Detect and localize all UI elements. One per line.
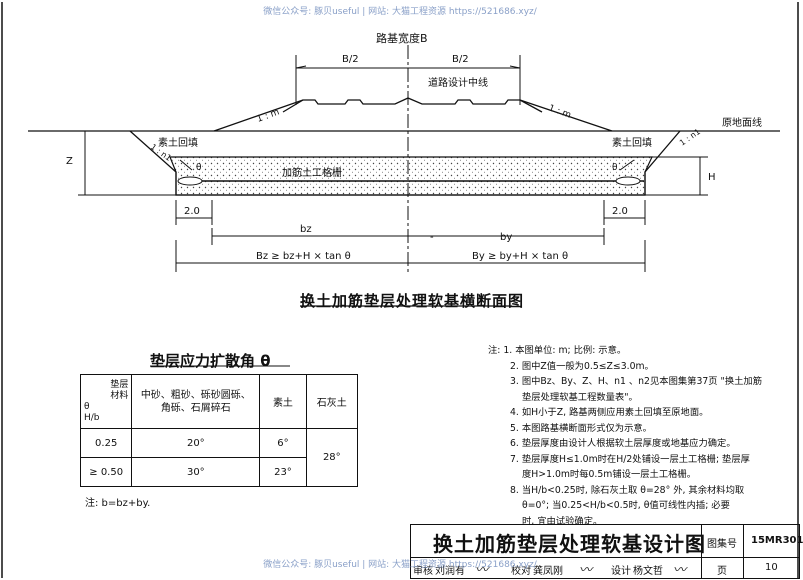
slope-n1-right: 1 : n1 [678,127,702,148]
note-line: 4. 如H小于Z, 路基两侧应用素土回填至原地面。 [510,407,709,418]
bz-label: bz [300,224,312,235]
dim-2-right: 2.0 [612,206,628,217]
half-width-right: B/2 [452,54,469,65]
table-row: 0.25 20° 6° 28° [79,428,359,487]
corner-ratio: H/b [84,412,100,423]
corner-material-1: 垫层 [110,379,129,390]
corner-theta: θ [84,401,90,412]
atlas-number: 15MR301 [751,535,803,546]
backfill-left: 素土回填 [158,136,198,149]
row-soil: 23° [259,457,307,487]
geogrid-label: 加筋土工格栅 [282,166,342,179]
table-title: 垫层应力扩散角 θ [150,352,271,370]
note-line: 注: 1. 本图单位: m; 比例: 示意。 [488,345,627,356]
designer-signature: 〰 [673,563,687,578]
checker-name: 龚凤刚 [533,566,563,577]
col-header-sand: 中砂、粗砂、砾砂圆砾、角砾、石屑碎石 [131,374,261,429]
designer-name: 杨文哲 [633,566,663,577]
note-line: θ=0°; 当0.25<H/b<0.5时, θ值可线性内插; 必要 [522,500,730,511]
row-soil: 6° [259,428,307,458]
centerline-label: 道路设计中线 [428,76,488,89]
note-line: 5. 本图路基横断面形式仅为示意。 [510,422,652,434]
theta-right: θ [612,163,618,173]
table-corner-cell: 垫层 材料 θ H/b [79,374,133,429]
diffusion-angle-table: 垫层 材料 θ H/b 中砂、粗砂、砾砂圆砾、角砾、石屑碎石 素土 石灰土 0.… [79,374,359,487]
row-lime: 28° [305,428,359,487]
watermark-top: 微信公众号: 豚贝useful | 网站: 大猫工程资源 https://521… [263,7,537,17]
bz-formula: Bz ≥ bz+H × tan θ [256,251,351,262]
corner-material-2: 材料 [110,390,129,401]
roadbed-width-label: 路基宽度B [376,31,428,45]
slope-left: 1 : m [256,107,281,124]
row-sand: 20° [131,428,261,458]
z-label: Z [66,156,73,167]
row-sand: 30° [131,457,261,487]
design-label: 设计 [611,566,631,577]
reviewer-signature: 〰 [475,563,489,578]
backfill-right: 素土回填 [612,136,652,149]
note-line: 8. 当H/b<0.25时, 除石灰土取 θ=28° 外, 其余材料均取 [510,484,745,496]
col-header-soil: 素土 [259,374,307,429]
ground-line-label: 原地面线 [722,116,762,129]
table-row: ≥ 0.50 30° 23° [79,457,358,487]
note-line: 3. 图中Bz、By、Z、H、n1 、n2见本图集第37页 "换土加筋 [510,376,763,387]
note-line: 6. 垫层厚度由设计人根据软土层厚度或地基应力确定。 [510,438,736,449]
h-label: H [708,172,716,183]
checker-signature: 〰 [579,563,593,578]
cushion-layer [169,156,653,196]
row-ratio: ≥ 0.50 [79,457,133,487]
col-header-lime: 石灰土 [305,374,359,429]
note-line: 7. 垫层厚度H≤1.0m时在H/2处铺设一层土工格栅; 垫层厚 [510,453,750,465]
note-line: 2. 图中Z值一般为0.5≤Z≤3.0m。 [510,360,654,372]
reviewer-name: 刘润有 [435,566,465,577]
notes-block: 注: 1. 本图单位: m; 比例: 示意。 2. 图中Z值一般为0.5≤Z≤3… [488,343,788,529]
page-label: 页 [717,566,727,577]
dim-2-left: 2.0 [184,206,200,217]
half-width-left: B/2 [342,54,359,65]
watermark-bottom: 微信公众号: 豚贝useful | 网站: 大猫工程资源 https://521… [263,560,537,570]
review-label: 审核 [413,566,433,577]
by-label: by [500,232,512,243]
theta-left: θ [196,163,202,173]
check-label: 校对 [511,566,531,577]
slope-right: 1 : m [547,103,572,120]
dim-dash: - [430,232,434,243]
section-title: 换土加筋垫层处理软基横断面图 [300,292,525,310]
note-line: 垫层处理软基工程数量表"。 [522,391,638,403]
title-block: 换土加筋垫层处理软基设计图 图集号 15MR301 审核 刘润有 〰 校对 龚凤… [410,524,803,579]
note-line: 时, 宜由试验确定。 [522,515,603,527]
row-ratio: 0.25 [79,428,133,458]
table-note: 注: b=bz+by. [85,498,151,509]
drawing-title: 换土加筋垫层处理软基设计图 [433,532,706,556]
note-line: 度H>1.0m时每0.5m铺设一层土工格栅。 [522,469,697,480]
by-formula: By ≥ by+H × tan θ [472,251,568,262]
page-number: 10 [765,562,778,573]
atlas-label: 图集号 [707,539,737,550]
